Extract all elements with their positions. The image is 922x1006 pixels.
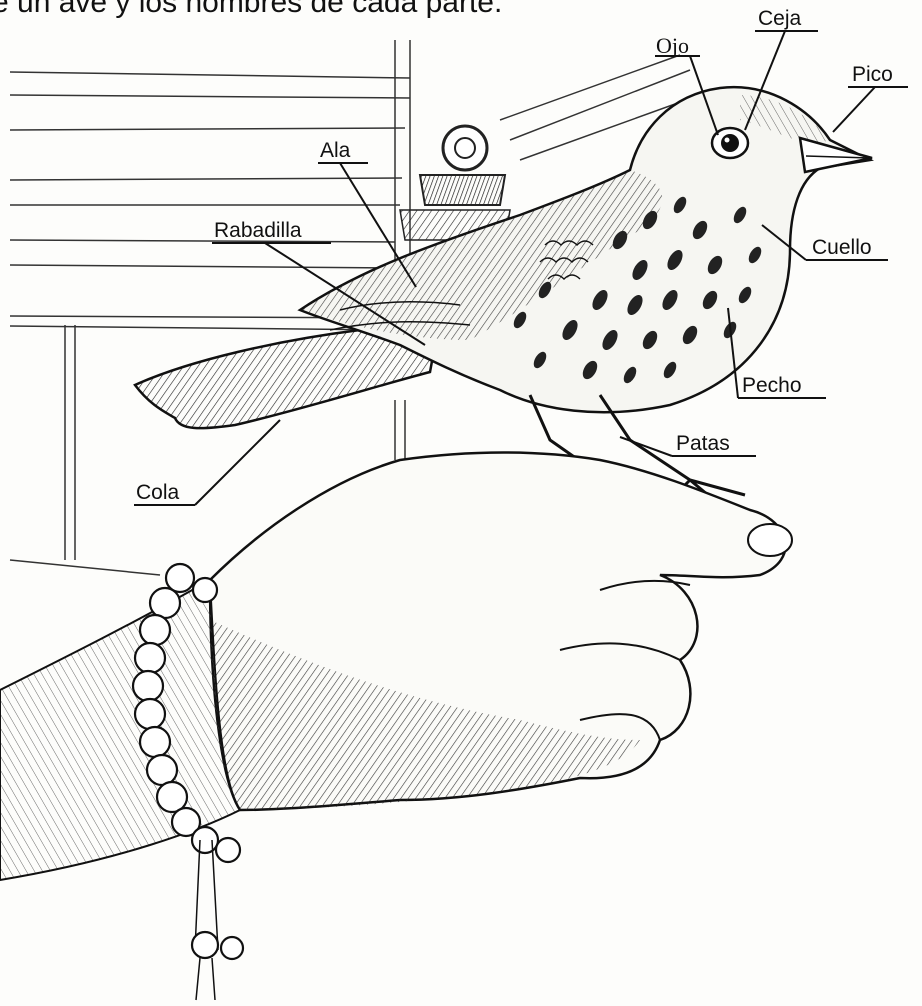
label-pico: Pico — [852, 63, 893, 87]
label-cuello: Cuello — [812, 236, 872, 260]
label-ala: Ala — [320, 139, 350, 163]
label-pecho: Pecho — [742, 374, 802, 398]
label-ojo: Ojo — [656, 33, 689, 59]
label-ceja: Ceja — [758, 7, 801, 31]
label-rabadilla: Rabadilla — [214, 219, 302, 243]
label-cola: Cola — [136, 481, 179, 505]
diagram-caption: e un ave y los nombres de cada parte. — [0, 0, 502, 20]
label-patas: Patas — [676, 432, 730, 456]
bird-tail — [135, 330, 435, 428]
